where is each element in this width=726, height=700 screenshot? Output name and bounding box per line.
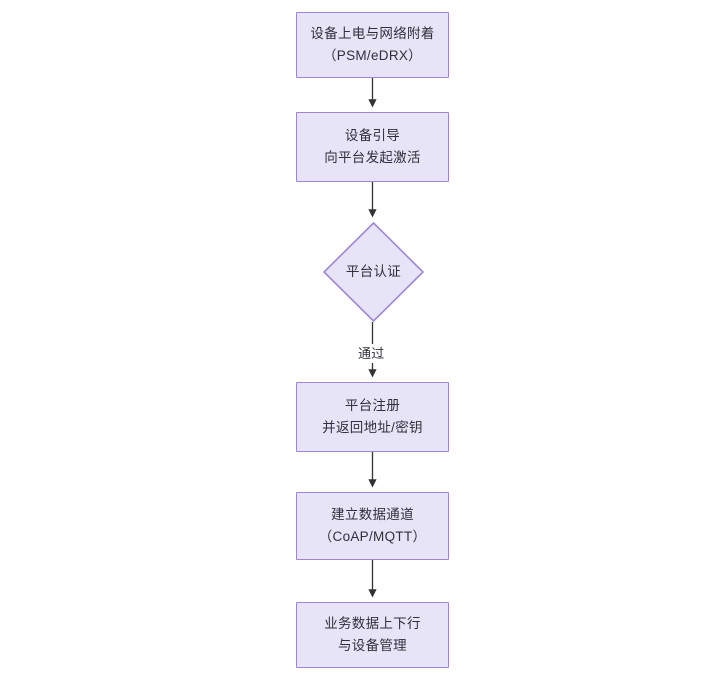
node-platform-registration[interactable]: 平台注册 并返回地址/密钥 xyxy=(296,382,449,452)
node-label: 建立数据通道 （CoAP/MQTT） xyxy=(318,507,427,544)
node-platform-authentication[interactable]: 平台认证 xyxy=(323,222,424,322)
node-establish-data-channel[interactable]: 建立数据通道 （CoAP/MQTT） xyxy=(296,492,449,560)
node-label: 设备上电与网络附着 （PSM/eDRX） xyxy=(310,26,435,63)
diamond-icon xyxy=(323,222,424,322)
node-label: 平台认证 xyxy=(345,264,402,279)
node-device-bootstrap[interactable]: 设备引导 向平台发起激活 xyxy=(296,112,449,182)
node-label: 设备引导 向平台发起激活 xyxy=(324,128,421,165)
edge-label-pass: 通过 xyxy=(355,344,388,363)
node-business-data-and-device-management[interactable]: 业务数据上下行 与设备管理 xyxy=(296,602,449,668)
node-device-power-on[interactable]: 设备上电与网络附着 （PSM/eDRX） xyxy=(296,12,449,78)
node-label: 业务数据上下行 与设备管理 xyxy=(324,616,421,653)
node-label: 平台注册 并返回地址/密钥 xyxy=(322,398,423,435)
